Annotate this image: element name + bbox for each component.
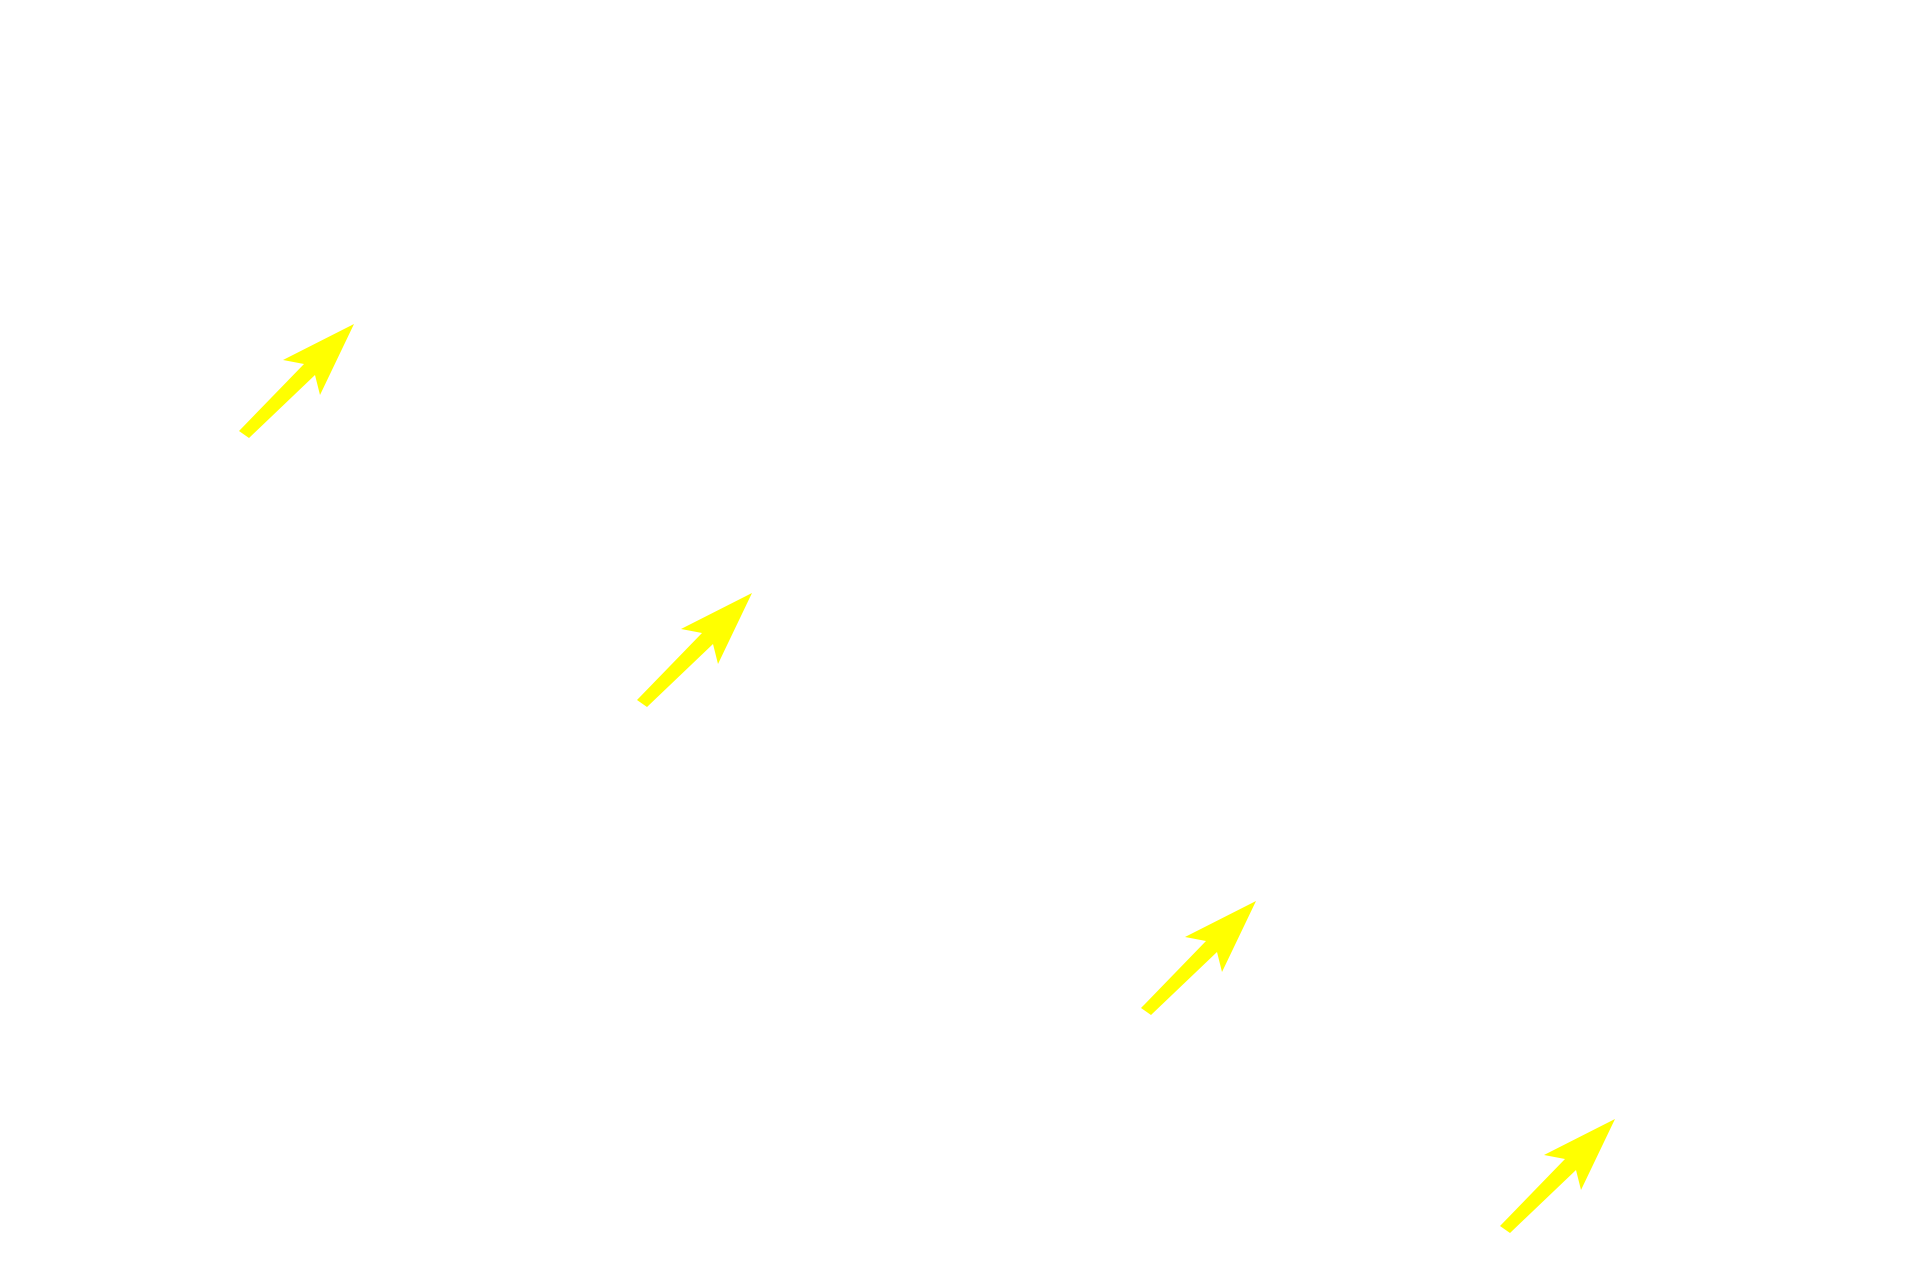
arrow-up-right-icon (1500, 1119, 1615, 1233)
arrow-up-right-icon (239, 324, 354, 438)
arrow-up-right-icon (637, 593, 752, 707)
arrow-up-right-icon (1141, 901, 1256, 1015)
